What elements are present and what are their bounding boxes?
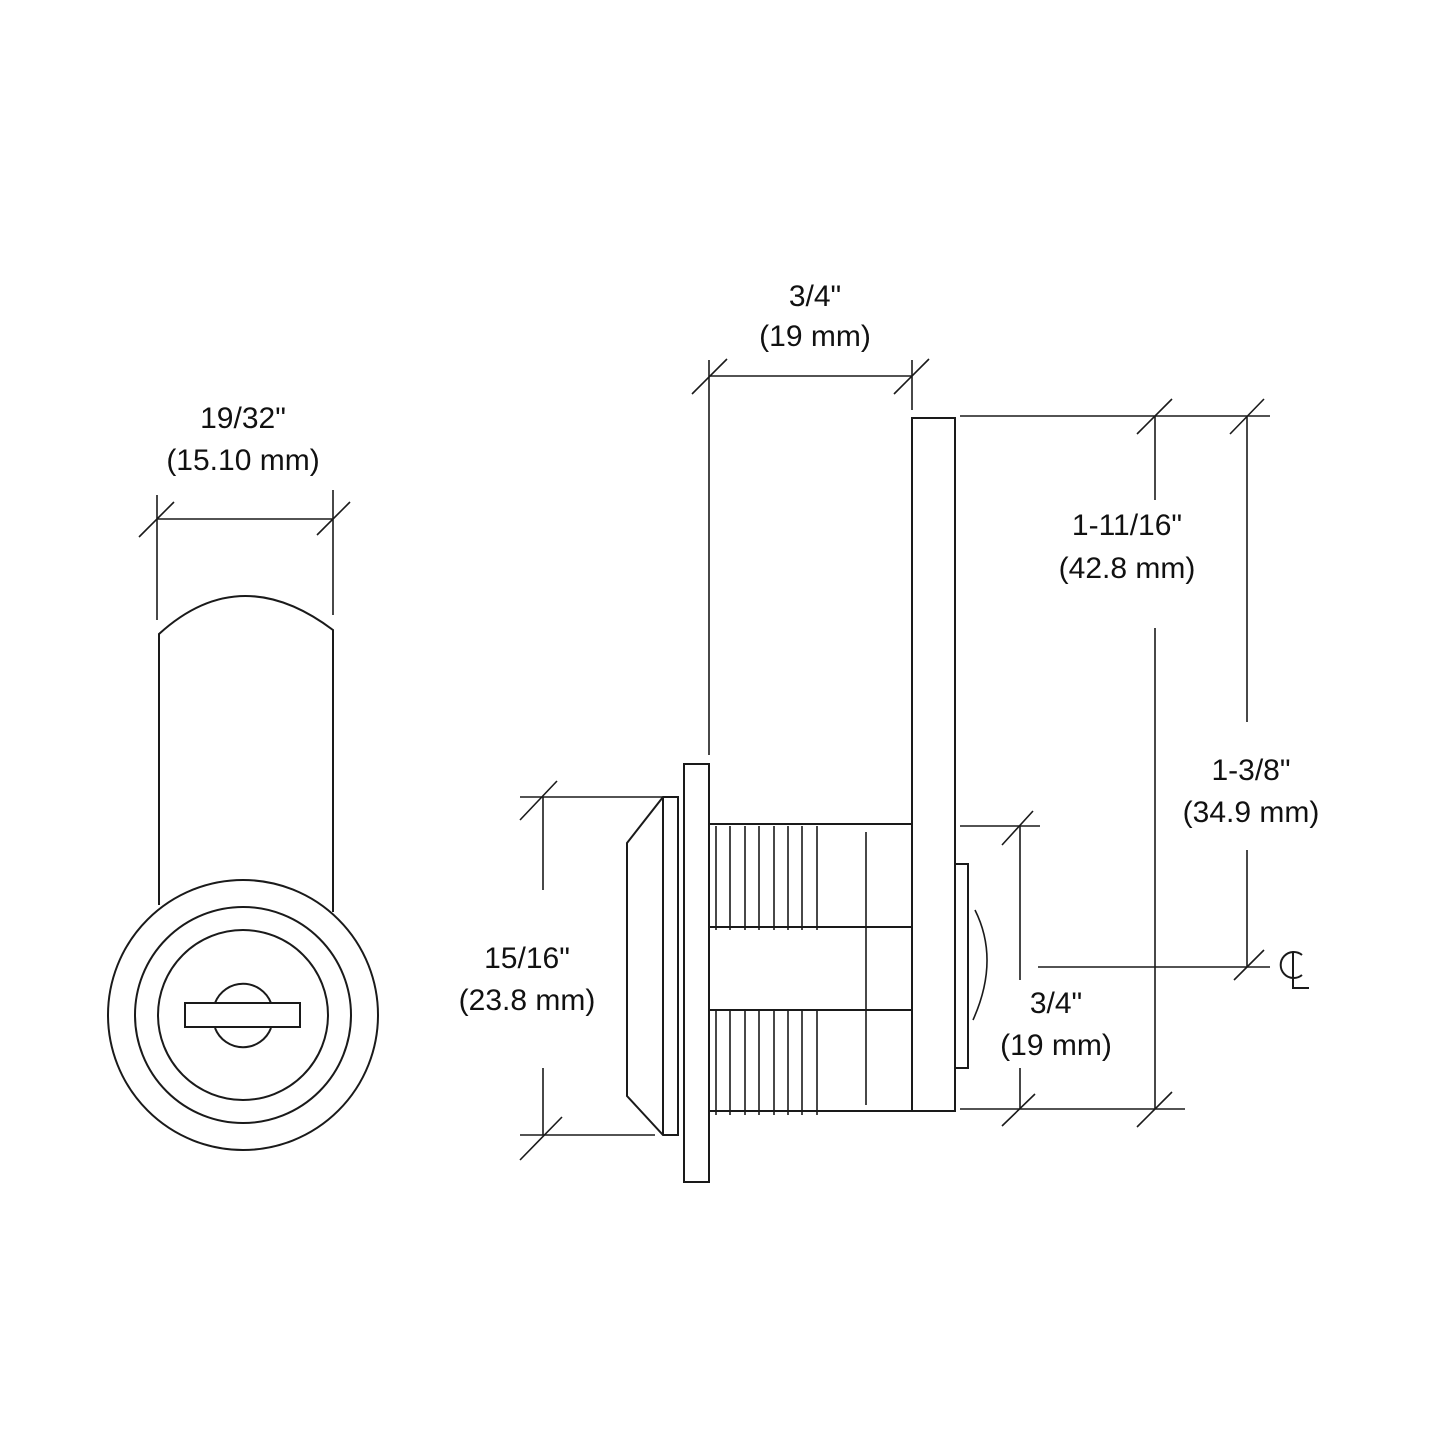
inner-face: [157, 929, 329, 1101]
cylinder-thread-top: [708, 823, 913, 928]
face-diameter-metric: (23.8 mm): [459, 984, 596, 1017]
face-diameter-imperial: 15/16": [484, 942, 570, 975]
cam-body-outline: [158, 595, 334, 912]
centerline-symbol: CL: [1279, 951, 1309, 989]
threads: [715, 826, 867, 1115]
cam-curve: [972, 909, 988, 1021]
cylinder-thread-bottom: [708, 1009, 913, 1112]
front-width-imperial: 19/32": [200, 402, 286, 435]
outer-bezel: [107, 879, 379, 1151]
front-width-dimension: 19/32" (15.10 mm): [138, 402, 351, 620]
cam-washer: [954, 863, 969, 1069]
keyway-slot: [184, 1002, 301, 1028]
face-cap: [626, 796, 679, 1136]
front-view: 19/32" (15.10 mm): [107, 402, 379, 1151]
side-view: 3/4" (19 mm) 15/16" (23.8 mm) 3/4" (19 m…: [459, 280, 1320, 1183]
face-diameter-dimension: 15/16" (23.8 mm): [459, 780, 665, 1161]
cam-length-metric: (42.8 mm): [1059, 552, 1196, 585]
cam-length-dimension: 1-11/16" (42.8 mm): [960, 398, 1270, 1128]
flange: [683, 763, 710, 1183]
cam-length-imperial: 1-11/16": [1072, 509, 1182, 542]
middle-ring: [134, 906, 352, 1124]
cam-to-center-dimension: 1-3/8" (34.9 mm) CL: [1038, 398, 1320, 989]
keyway-circle: [214, 982, 272, 1049]
cylinder-length-dimension: 3/4" (19 mm): [691, 280, 930, 755]
cam-to-center-imperial: 1-3/8": [1211, 754, 1290, 787]
cylinder-diameter-metric: (19 mm): [1000, 1029, 1112, 1062]
cylinder-diameter-imperial: 3/4": [1030, 987, 1082, 1020]
cylinder-diameter-dimension: 3/4" (19 mm): [960, 810, 1112, 1127]
cylinder-length-imperial: 3/4": [789, 280, 841, 313]
cam-to-center-metric: (34.9 mm): [1183, 796, 1320, 829]
front-width-metric: (15.10 mm): [166, 444, 319, 477]
cylinder-length-metric: (19 mm): [759, 320, 871, 353]
cam-plate: [911, 417, 956, 1112]
